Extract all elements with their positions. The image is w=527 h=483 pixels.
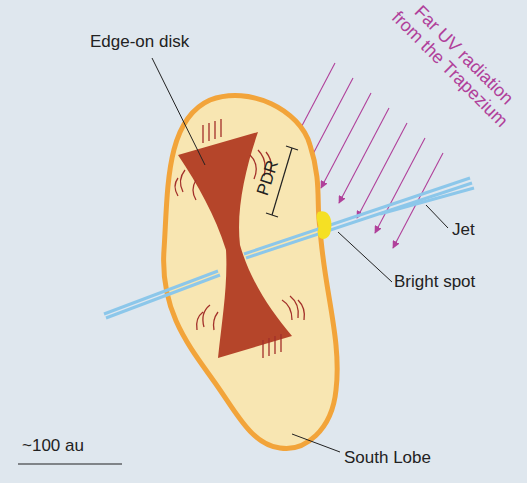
jet-line	[246, 183, 472, 258]
scale-bar	[18, 463, 122, 464]
leader-lines	[152, 58, 448, 452]
jet-line	[244, 178, 470, 254]
bright-spot-shape	[317, 211, 332, 239]
part-label: South Lobe	[344, 448, 431, 468]
south-lobe-shape	[164, 96, 338, 449]
jet-line	[380, 188, 474, 214]
scale-label: ~100 au	[22, 436, 84, 456]
part-label: Edge-on disk	[90, 32, 189, 52]
part-label: Bright spot	[394, 272, 475, 292]
jet-line	[104, 271, 218, 314]
part-label: Jet	[452, 220, 475, 240]
uv-arrow	[375, 138, 425, 233]
jet-line	[106, 275, 220, 318]
uv-arrow	[321, 93, 371, 188]
radiation-note: Far UV radiation from the Trapezium	[383, 0, 527, 136]
uv-arrow	[339, 108, 389, 203]
uv-arrow	[357, 123, 407, 218]
disk-marks	[175, 119, 304, 358]
